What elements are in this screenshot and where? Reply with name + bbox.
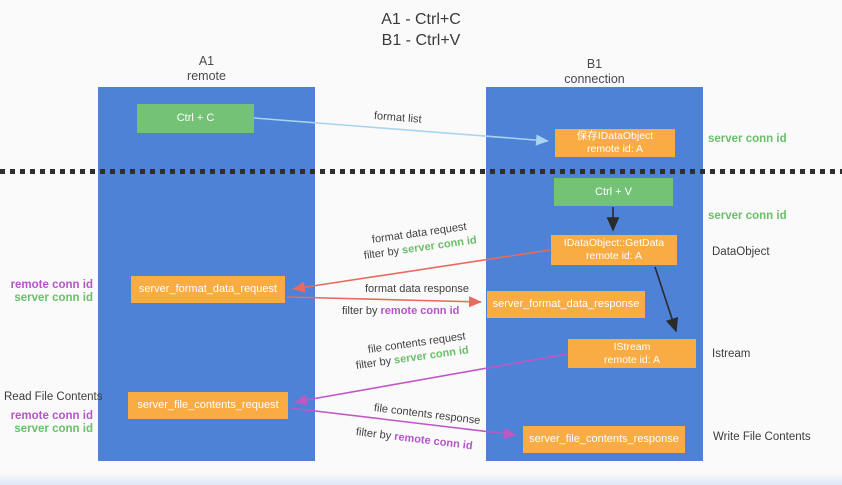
label-format-list: format list (374, 110, 422, 126)
remote-conn-id-text: remote conn id (380, 305, 460, 317)
node-idataobject-getdata: IDataObject::GetData remote id: A (551, 235, 677, 265)
label-file-contents-response: file contents response (373, 402, 481, 427)
istream-line2: remote id: A (603, 353, 661, 366)
annotation-read-file-contents: Read File Contents (4, 391, 103, 403)
annotation-server-conn-id-top: server conn id (708, 133, 787, 145)
file-contents-response-text: file contents response (373, 402, 481, 427)
node-istream: IStream remote id: A (568, 339, 696, 368)
remote-conn-id-text: remote conn id (393, 430, 474, 453)
server-file-contents-request-label: server_file_contents_request (137, 399, 279, 411)
phase-divider-dotted-line (0, 169, 842, 174)
istream-line1: IStream (613, 340, 651, 353)
filter-by-text: filter by (342, 305, 381, 317)
column-a1-subtitle: remote (187, 69, 226, 83)
getdata-line2: remote id: A (585, 250, 643, 262)
annotation-server-conn-id-format: server conn id (14, 292, 93, 304)
node-save-idataobject: 保存IDataObject remote id: A (555, 129, 675, 157)
getdata-line1: IDataObject::GetData (563, 237, 665, 249)
node-server-file-contents-response: server_file_contents_response (523, 426, 685, 453)
column-b1-title: B1 (586, 57, 603, 71)
annotation-istream: Istream (712, 348, 751, 360)
server-file-contents-response-label: server_file_contents_response (529, 433, 679, 445)
format-data-response-text: format data response (365, 283, 469, 295)
arrow-format-data-response (286, 296, 482, 308)
filter-by-text: filter by (355, 426, 395, 443)
ctrl-c-label: Ctrl + C (176, 112, 215, 124)
title-line-2: B1 - Ctrl+V (381, 32, 461, 49)
filter-by-text: filter by (363, 244, 403, 262)
column-header-a1: A1 remote (98, 54, 315, 84)
column-b1-subtitle: connection (564, 72, 625, 86)
node-server-format-data-response: server_format_data_response (487, 291, 645, 318)
annotation-remote-conn-id-file: remote conn id (10, 410, 93, 422)
column-a1-title: A1 (198, 54, 215, 68)
save-idataobject-line1: 保存IDataObject (576, 130, 654, 142)
node-server-format-data-request: server_format_data_request (131, 276, 285, 303)
title-line-1: A1 - Ctrl+C (381, 11, 461, 28)
annotation-dataobject: DataObject (712, 246, 770, 258)
node-ctrl-c: Ctrl + C (137, 104, 254, 133)
annotation-server-conn-id-file: server conn id (14, 423, 93, 435)
annotation-server-conn-id-mid: server conn id (708, 210, 787, 222)
save-idataobject-line2: remote id: A (586, 143, 644, 155)
node-server-file-contents-request: server_file_contents_request (128, 392, 288, 419)
bottom-window-edge (0, 473, 842, 485)
label-filter-by-remote-conn-id-2: filter by remote conn id (355, 426, 473, 452)
diagram-title: A1 - Ctrl+C B1 - Ctrl+V (0, 9, 842, 51)
node-ctrl-v: Ctrl + V (554, 178, 673, 206)
filter-by-text: filter by (355, 354, 395, 372)
label-filter-by-remote-conn-id-1: filter by remote conn id (342, 305, 459, 317)
annotation-remote-conn-id-format: remote conn id (10, 279, 93, 291)
column-header-b1: B1 connection (486, 57, 703, 87)
annotation-write-file-contents: Write File Contents (713, 431, 811, 443)
ctrl-v-label: Ctrl + V (595, 185, 632, 198)
server-format-data-request-label: server_format_data_request (138, 283, 278, 295)
label-format-data-response: format data response (365, 283, 469, 295)
format-list-text: format list (373, 110, 423, 126)
server-format-data-response-label: server_format_data_response (492, 298, 640, 310)
